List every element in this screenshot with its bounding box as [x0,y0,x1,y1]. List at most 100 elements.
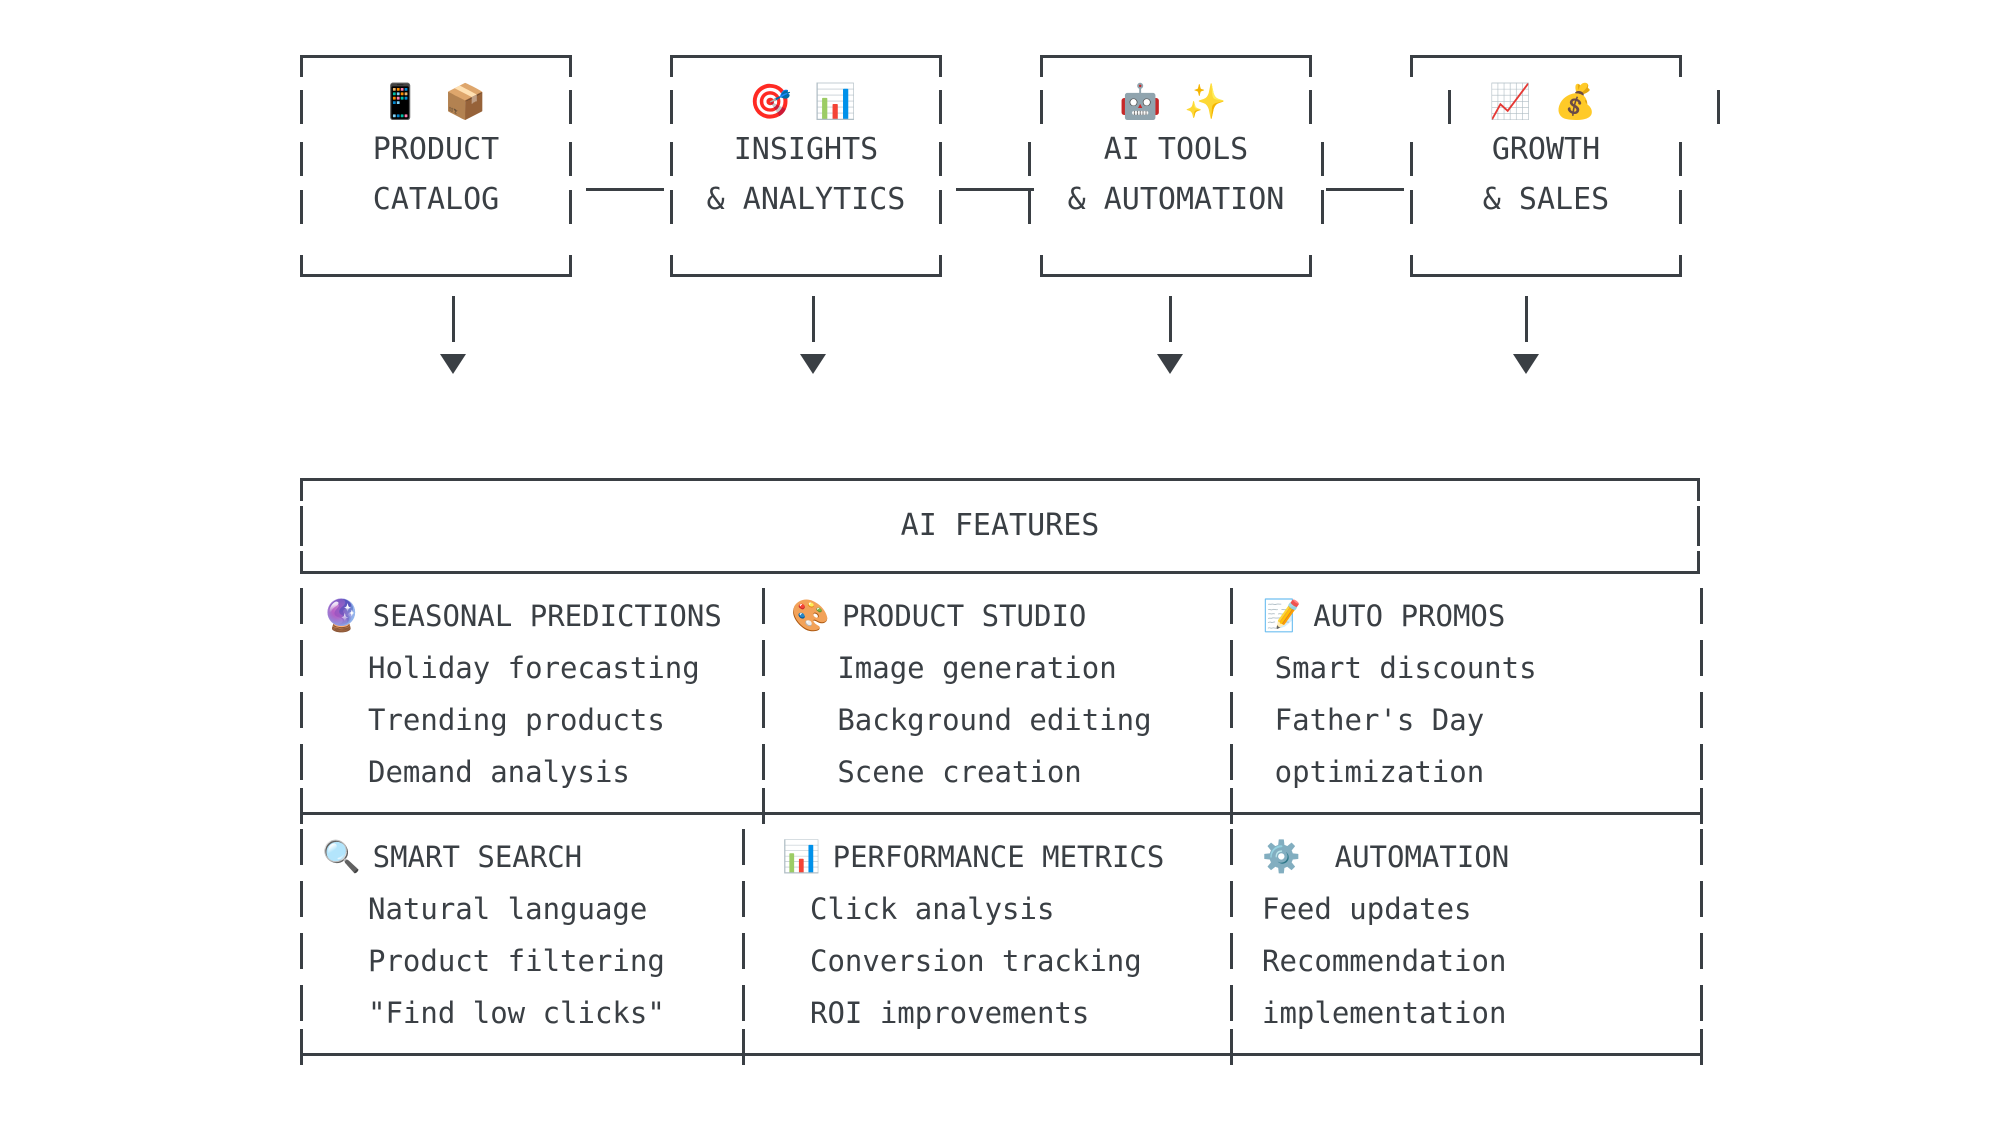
arrow-head-down-icon [800,354,826,374]
feature-heading: 🎨 PRODUCT STUDIO [791,590,1228,642]
arrow-stem [451,296,455,342]
box-bottom-rule [1410,274,1682,277]
feature-cell-performance-metrics[interactable]: 📊 PERFORMANCE METRICS Click analysis Con… [760,815,1220,1053]
corner-stub-bottom-right [1697,551,1700,571]
corner-stub-top-right [1697,481,1700,501]
box-top-rule [670,55,942,58]
feature-item: Recommendation [1262,944,1507,978]
feature-item: Image generation [837,651,1117,685]
box-side-pipe [1679,190,1682,224]
corner-bottom-left [670,255,673,277]
pipeline-box-content: 📱 📦 PRODUCT CATALOG [300,79,572,225]
feature-cell-product-studio[interactable]: 🎨 PRODUCT STUDIO Image generation Backgr… [759,574,1228,812]
down-arrow-growth-sales [1511,296,1541,374]
box-side-pipe [939,142,942,176]
box-side-pipe [670,90,673,124]
panel-title: AI FEATURES [900,508,1100,543]
down-arrow-insights-analytics [798,296,828,374]
pipeline-box-title-line2: & AUTOMATION [1067,182,1285,217]
feature-heading-label: AUTO PROMOS [1313,599,1506,633]
pipeline-box-insights-analytics[interactable]: 🎯 📊 INSIGHTS & ANALYTICS [670,55,942,277]
robot-and-sparkles-icon: 🤖 ✨ [1119,82,1233,122]
pipeline-box-title-line1: PRODUCT [372,132,500,167]
box-side-pipe [569,90,572,124]
corner-top-right [569,55,572,77]
corner-bottom-left [1040,255,1043,277]
arrow-head-down-icon [1157,354,1183,374]
feature-cell-seasonal-predictions[interactable]: 🔮 SEASONAL PREDICTIONS Holiday forecasti… [300,574,759,812]
pipeline-box-title-line1: GROWTH [1491,132,1601,167]
feature-row-1: 🔮 SEASONAL PREDICTIONS Holiday forecasti… [300,574,1703,824]
memo-icon: 📝 [1262,597,1302,634]
box-top-rule [1040,55,1312,58]
corner-bottom-left [1410,255,1413,277]
panel-edge-pipe [1697,506,1700,546]
corner-bottom-right [1679,255,1682,277]
corner-bottom-left [300,255,303,277]
pipeline-box-content: 📈 💰 GROWTH & SALES [1410,79,1682,225]
corner-bottom-right [939,255,942,277]
feature-item: Smart discounts [1274,651,1537,685]
corner-stub-bottom-left [300,551,303,571]
feature-item: Click analysis [810,892,1055,926]
corner-top-left [1410,55,1413,77]
pipeline-box-title-line2: & SALES [1482,182,1610,217]
feature-item: Background editing [837,703,1152,737]
box-side-pipe [1028,190,1031,224]
feature-heading-label: SEASONAL PREDICTIONS [372,599,722,633]
box-side-pipe [1321,190,1324,224]
corner-top-left [1040,55,1043,77]
pipeline-box-product-catalog[interactable]: 📱 📦 PRODUCT CATALOG [300,55,572,277]
feature-cell-auto-promos[interactable]: 📝 AUTO PROMOS Smart discounts Father's D… [1229,574,1700,812]
pipeline-box-title-line1: INSIGHTS [733,132,879,167]
box-side-pipe [1448,90,1451,124]
feature-heading: 📊 PERFORMANCE METRICS [782,831,1220,883]
box-side-pipe [300,90,303,124]
feature-item: Demand analysis [368,755,630,789]
box-side-pipe [939,90,942,124]
gear-icon: ⚙️ [1262,838,1301,875]
panel-header-separator [300,571,1700,574]
feature-row-2: 🔍 SMART SEARCH Natural language Product … [300,815,1703,1065]
corner-bottom-right [1309,255,1312,277]
box-side-pipe [1410,142,1413,176]
box-side-pipe [300,190,303,224]
arrow-stem [1524,296,1528,342]
panel-header: AI FEATURES [300,481,1700,571]
feature-cell-smart-search[interactable]: 🔍 SMART SEARCH Natural language Product … [300,815,760,1053]
ai-features-panel: AI FEATURES 🔮 SEASONAL PREDICTIONS Holid… [300,478,1703,1065]
pipeline-box-growth-sales[interactable]: 📈 💰 GROWTH & SALES [1410,55,1720,277]
box-side-pipe [939,190,942,224]
pipeline-connector-1 [586,188,664,191]
feature-heading-label: AUTOMATION [1334,840,1510,874]
box-side-pipe [300,142,303,176]
corner-top-left [300,55,303,77]
corner-top-right [939,55,942,77]
box-side-pipe [1679,142,1682,176]
arrow-stem [1168,296,1172,342]
feature-item: Product filtering [368,944,665,978]
arrow-stem [811,296,815,342]
feature-item: Conversion tracking [810,944,1142,978]
bar-chart-icon: 📊 [782,838,821,875]
panel-top-rule [300,478,1700,481]
pipeline-box-title-line1: AI TOOLS [1103,132,1249,167]
down-arrow-product-catalog [438,296,468,374]
mobile-phone-and-package-icon: 📱 📦 [379,82,493,122]
pipeline-row: 📱 📦 PRODUCT CATALOG 🎯 📊 INSIGHTS & A [300,55,1720,285]
pipeline-box-content: 🤖 ✨ AI TOOLS & AUTOMATION [1040,79,1312,225]
feature-heading: 🔍 SMART SEARCH [322,831,760,883]
box-side-pipe [1717,90,1720,124]
arrow-head-down-icon [1513,354,1539,374]
crystal-ball-icon: 🔮 [322,597,361,634]
panel-edge-pipe [300,506,303,546]
pipeline-connector-3 [1326,188,1404,191]
box-top-rule [1410,55,1682,58]
artist-palette-icon: 🎨 [791,597,830,634]
feature-cell-automation[interactable]: ⚙️ AUTOMATION Feed updates Recommendatio… [1220,815,1700,1053]
chart-increasing-and-money-bag-icon: 📈 💰 [1489,82,1603,122]
pipeline-box-ai-tools-automation[interactable]: 🤖 ✨ AI TOOLS & AUTOMATION [1028,55,1324,277]
box-side-pipe [1321,142,1324,176]
feature-item: Feed updates [1262,892,1472,926]
